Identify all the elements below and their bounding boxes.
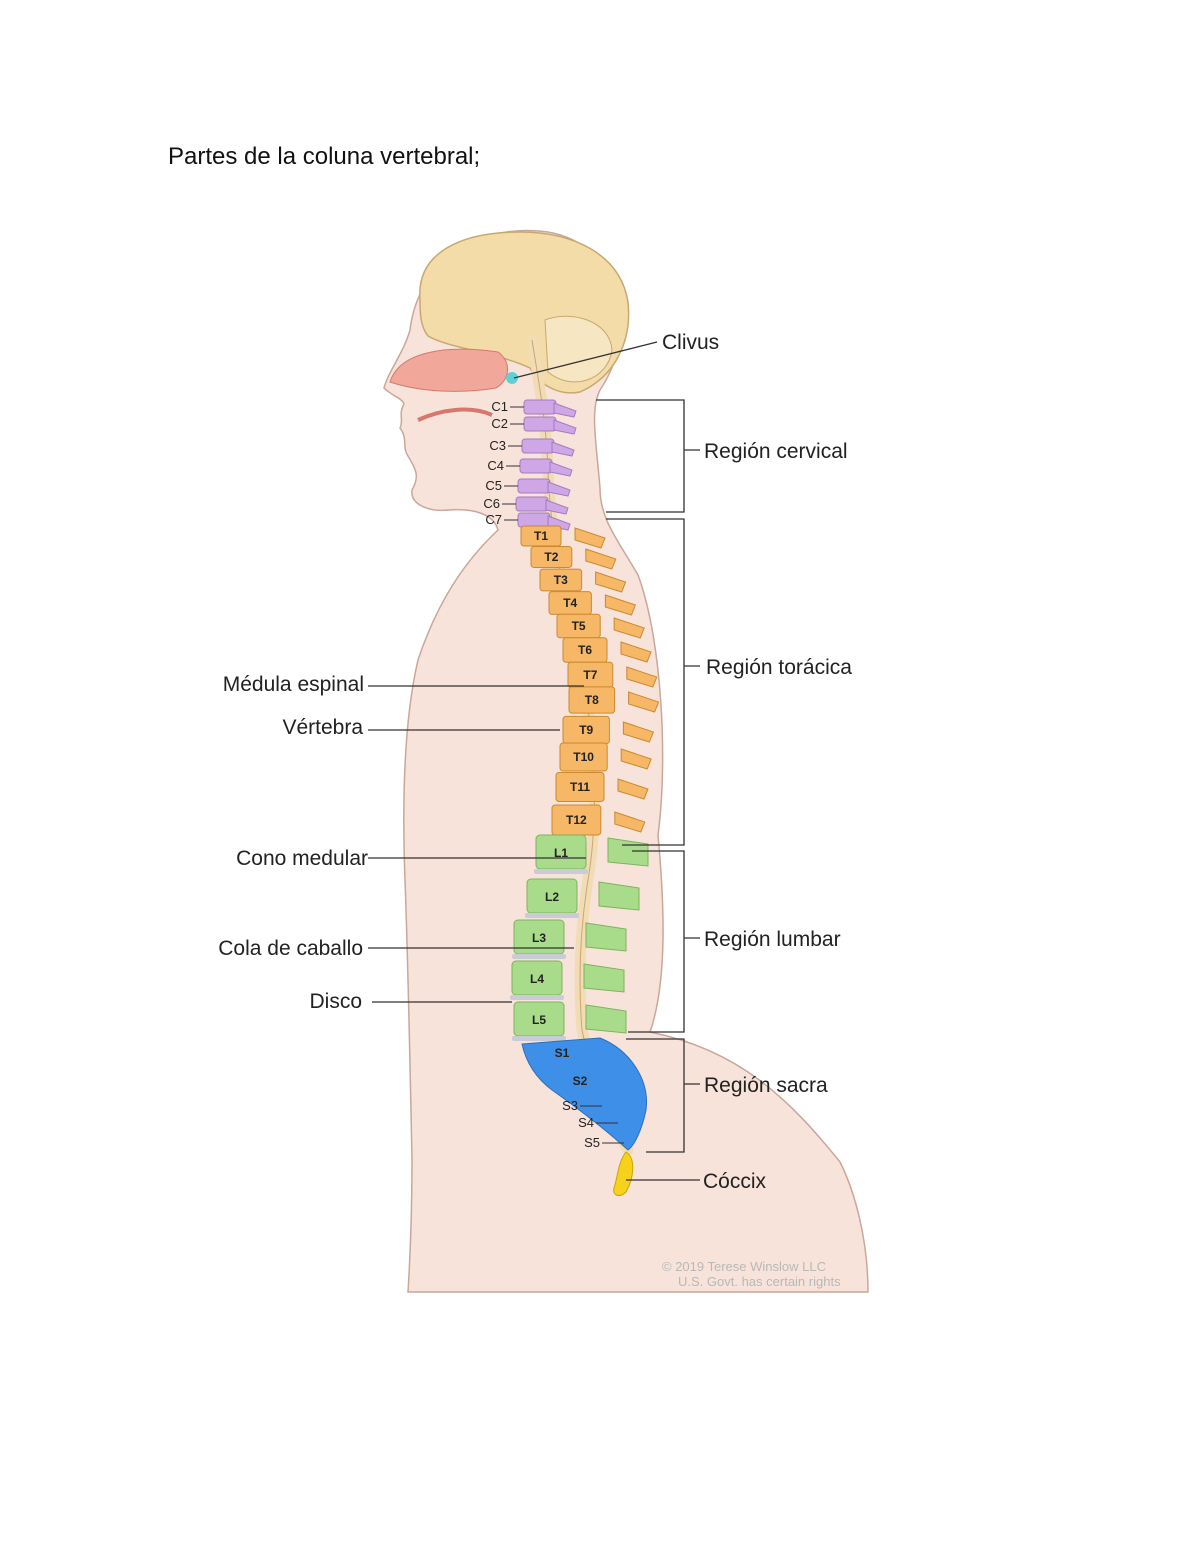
spinous-process-t1	[574, 527, 606, 549]
spinous-process-l5	[585, 1004, 627, 1034]
disc-l5	[512, 1036, 566, 1041]
spinous-process-t3	[595, 571, 627, 593]
vertebra-label-t1: T1	[534, 529, 548, 543]
lumbar-bracket	[628, 850, 700, 1033]
disc-l3	[512, 954, 566, 959]
medula-label: Médula espinal	[223, 673, 364, 696]
cervical-bracket	[596, 399, 700, 513]
vertebra-label-t7: T7	[583, 668, 597, 682]
spinous-process-t4	[604, 594, 637, 616]
spinous-process-c1	[553, 402, 577, 418]
vertebra-label-l3: L3	[532, 931, 546, 945]
vertebra-label-c5: C5	[485, 478, 502, 493]
page-title: Partes de la coluna vertebral;	[168, 143, 481, 170]
spinous-process-t6	[620, 641, 652, 663]
vertebra-t3	[539, 568, 583, 592]
vertebra-label-s3: S3	[562, 1098, 578, 1113]
vertebra-label-c3: C3	[489, 438, 506, 453]
disc-l2	[525, 913, 579, 918]
vertebra-label-t9: T9	[579, 723, 593, 737]
cervical-label: Región cervical	[704, 440, 848, 463]
vertebra-c4	[519, 458, 553, 474]
clivus-mark	[506, 372, 518, 384]
vertebra-label-t5: T5	[572, 619, 586, 633]
coccyx	[613, 1151, 634, 1196]
vertebra-t1	[520, 525, 562, 547]
copyright-line-1: © 2019 Terese Winslow LLC	[662, 1259, 826, 1274]
vertebra-t11	[555, 772, 605, 802]
spinous-process-t9	[622, 721, 655, 743]
vertebra-t8	[568, 686, 616, 714]
vertebra-label-t11: T11	[570, 780, 590, 794]
spinous-process-c2	[553, 419, 577, 435]
cono-label: Cono medular	[236, 847, 368, 870]
vertebra-label-t8: T8	[585, 693, 599, 707]
spinous-process-l3	[585, 922, 627, 952]
vertebra-label-l1: L1	[554, 846, 568, 860]
vertebra-c1	[523, 399, 557, 415]
clivus-leader	[513, 341, 658, 379]
spinous-process-c6	[545, 499, 569, 515]
oral-cavity	[417, 407, 493, 422]
vertebra-label-s5: S5	[584, 1135, 600, 1150]
spinous-process-t2	[585, 548, 617, 570]
cola-label: Cola de caballo	[218, 937, 363, 960]
spinous-process-c3	[551, 441, 575, 457]
vertebra-label-l4: L4	[530, 972, 544, 986]
vertebra-label-s2: S2	[573, 1074, 588, 1088]
nasal-cavity	[389, 348, 508, 392]
spinous-process-t7	[626, 666, 658, 688]
coccix-label: Cóccix	[703, 1170, 767, 1193]
sacra-label: Región sacra	[704, 1074, 828, 1097]
sacrum	[521, 1037, 647, 1151]
vertebra-label-c2: C2	[491, 416, 508, 431]
vertebra-c6	[515, 496, 549, 512]
vertebra-label: Vértebra	[282, 716, 363, 739]
thoracic-bracket	[606, 518, 700, 846]
vertebra-label-c1: C1	[491, 399, 508, 414]
disc-l1	[534, 869, 588, 874]
vertebra-label-s1: S1	[555, 1046, 570, 1060]
lumbar-label: Región lumbar	[704, 928, 841, 951]
spinous-process-t12	[614, 811, 646, 833]
toracica-label: Región torácica	[706, 656, 852, 679]
disco-label: Disco	[309, 990, 362, 1013]
vertebra-t2	[530, 546, 573, 568]
copyright-line-2: U.S. Govt. has certain rights	[678, 1274, 841, 1289]
vertebra-label-t6: T6	[578, 643, 592, 657]
vertebra-label-c4: C4	[487, 458, 504, 473]
spinous-process-t10	[620, 748, 652, 770]
vertebra-label-t12: T12	[566, 813, 587, 827]
vertebra-label-c7: C7	[485, 512, 502, 527]
vertebra-label-t3: T3	[554, 573, 568, 587]
spinous-process-t8	[628, 691, 660, 713]
vertebra-c5	[517, 478, 551, 494]
spinous-process-t11	[617, 778, 649, 800]
vertebra-label-l2: L2	[545, 890, 559, 904]
vertebra-label-t2: T2	[544, 550, 558, 564]
vertebra-c7	[517, 512, 551, 528]
vertebra-label-s4: S4	[578, 1115, 594, 1130]
vertebra-label-c6: C6	[483, 496, 500, 511]
vertebra-t10	[559, 742, 608, 772]
vertebra-label-t4: T4	[563, 596, 577, 610]
disc-l4	[510, 995, 564, 1000]
spinous-process-l2	[598, 881, 640, 911]
vertebra-c2	[523, 416, 557, 432]
spinous-process-l4	[583, 963, 625, 993]
vertebra-label-t10: T10	[573, 750, 594, 764]
spinous-process-t5	[613, 617, 645, 639]
sacral-bracket	[626, 1038, 700, 1153]
spinous-process-c5	[547, 481, 571, 497]
vertebra-label-l5: L5	[532, 1013, 546, 1027]
clivus-label: Clivus	[662, 331, 719, 354]
vertebra-c3	[521, 438, 555, 454]
spinous-process-c4	[549, 461, 573, 477]
